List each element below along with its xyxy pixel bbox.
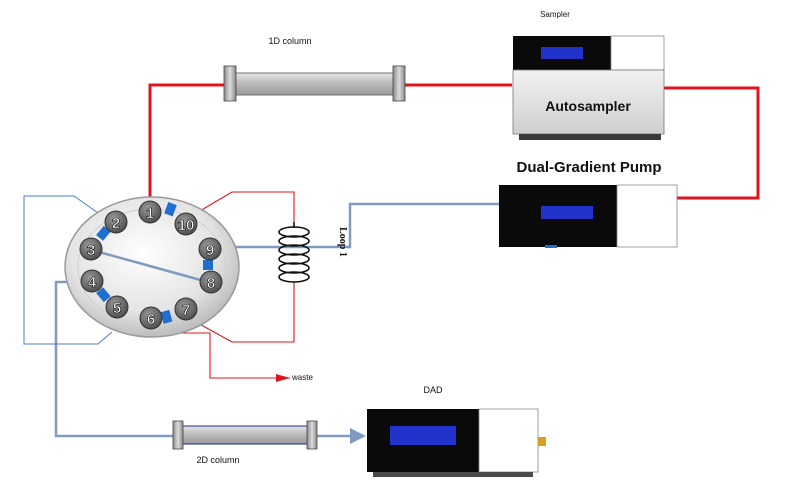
sample-loop-coil — [278, 222, 310, 283]
dad-arrow-head — [350, 428, 366, 444]
port-label-7: 7 — [182, 302, 190, 319]
pump-device — [499, 184, 678, 248]
thin-blue-lines — [23, 195, 113, 345]
port-label-5: 5 — [113, 300, 121, 317]
dad-label: DAD — [423, 385, 443, 395]
loop-label: Loop 1 — [337, 227, 348, 257]
valve-port-1 — [138, 200, 162, 224]
sampler-device — [512, 35, 665, 140]
port-label-2: 2 — [112, 215, 120, 232]
valve-port-7 — [174, 297, 198, 321]
red-tubing — [148, 83, 760, 206]
valve-port-2 — [104, 210, 128, 234]
column-1d-label: 1D column — [268, 36, 311, 46]
valve-port-9 — [198, 237, 222, 261]
port-label-6: 6 — [147, 311, 155, 328]
waste-arrow-head — [276, 374, 290, 382]
port-label-10: 10 — [178, 217, 195, 234]
waste-label: waste — [291, 373, 313, 382]
valve-bridges — [96, 201, 213, 324]
valve-port-8 — [199, 270, 223, 294]
valve-port-4 — [80, 269, 104, 293]
port-label-1: 1 — [146, 205, 154, 222]
port-label-8: 8 — [207, 275, 215, 292]
sampler-label: Sampler — [540, 10, 570, 19]
dad-device — [367, 408, 546, 477]
column-2d-label: 2D column — [196, 455, 239, 465]
port-label-9: 9 — [206, 242, 214, 259]
autosampler-label: Autosampler — [545, 98, 631, 114]
valve-port-labels: 1 2 3 4 5 6 7 8 9 10 — [87, 205, 216, 329]
valve-port-3 — [79, 237, 103, 261]
valve-ports — [79, 200, 223, 330]
valve-port-10 — [174, 212, 198, 236]
column-1d — [223, 65, 406, 102]
valve-bridge-3-8 — [98, 250, 205, 283]
pump-label: Dual-Gradient Pump — [516, 159, 661, 176]
valve-port-6 — [139, 306, 163, 330]
column-2d — [172, 420, 318, 450]
port-label-3: 3 — [87, 242, 95, 259]
valve-port-5 — [105, 295, 129, 319]
port-label-4: 4 — [88, 274, 97, 291]
